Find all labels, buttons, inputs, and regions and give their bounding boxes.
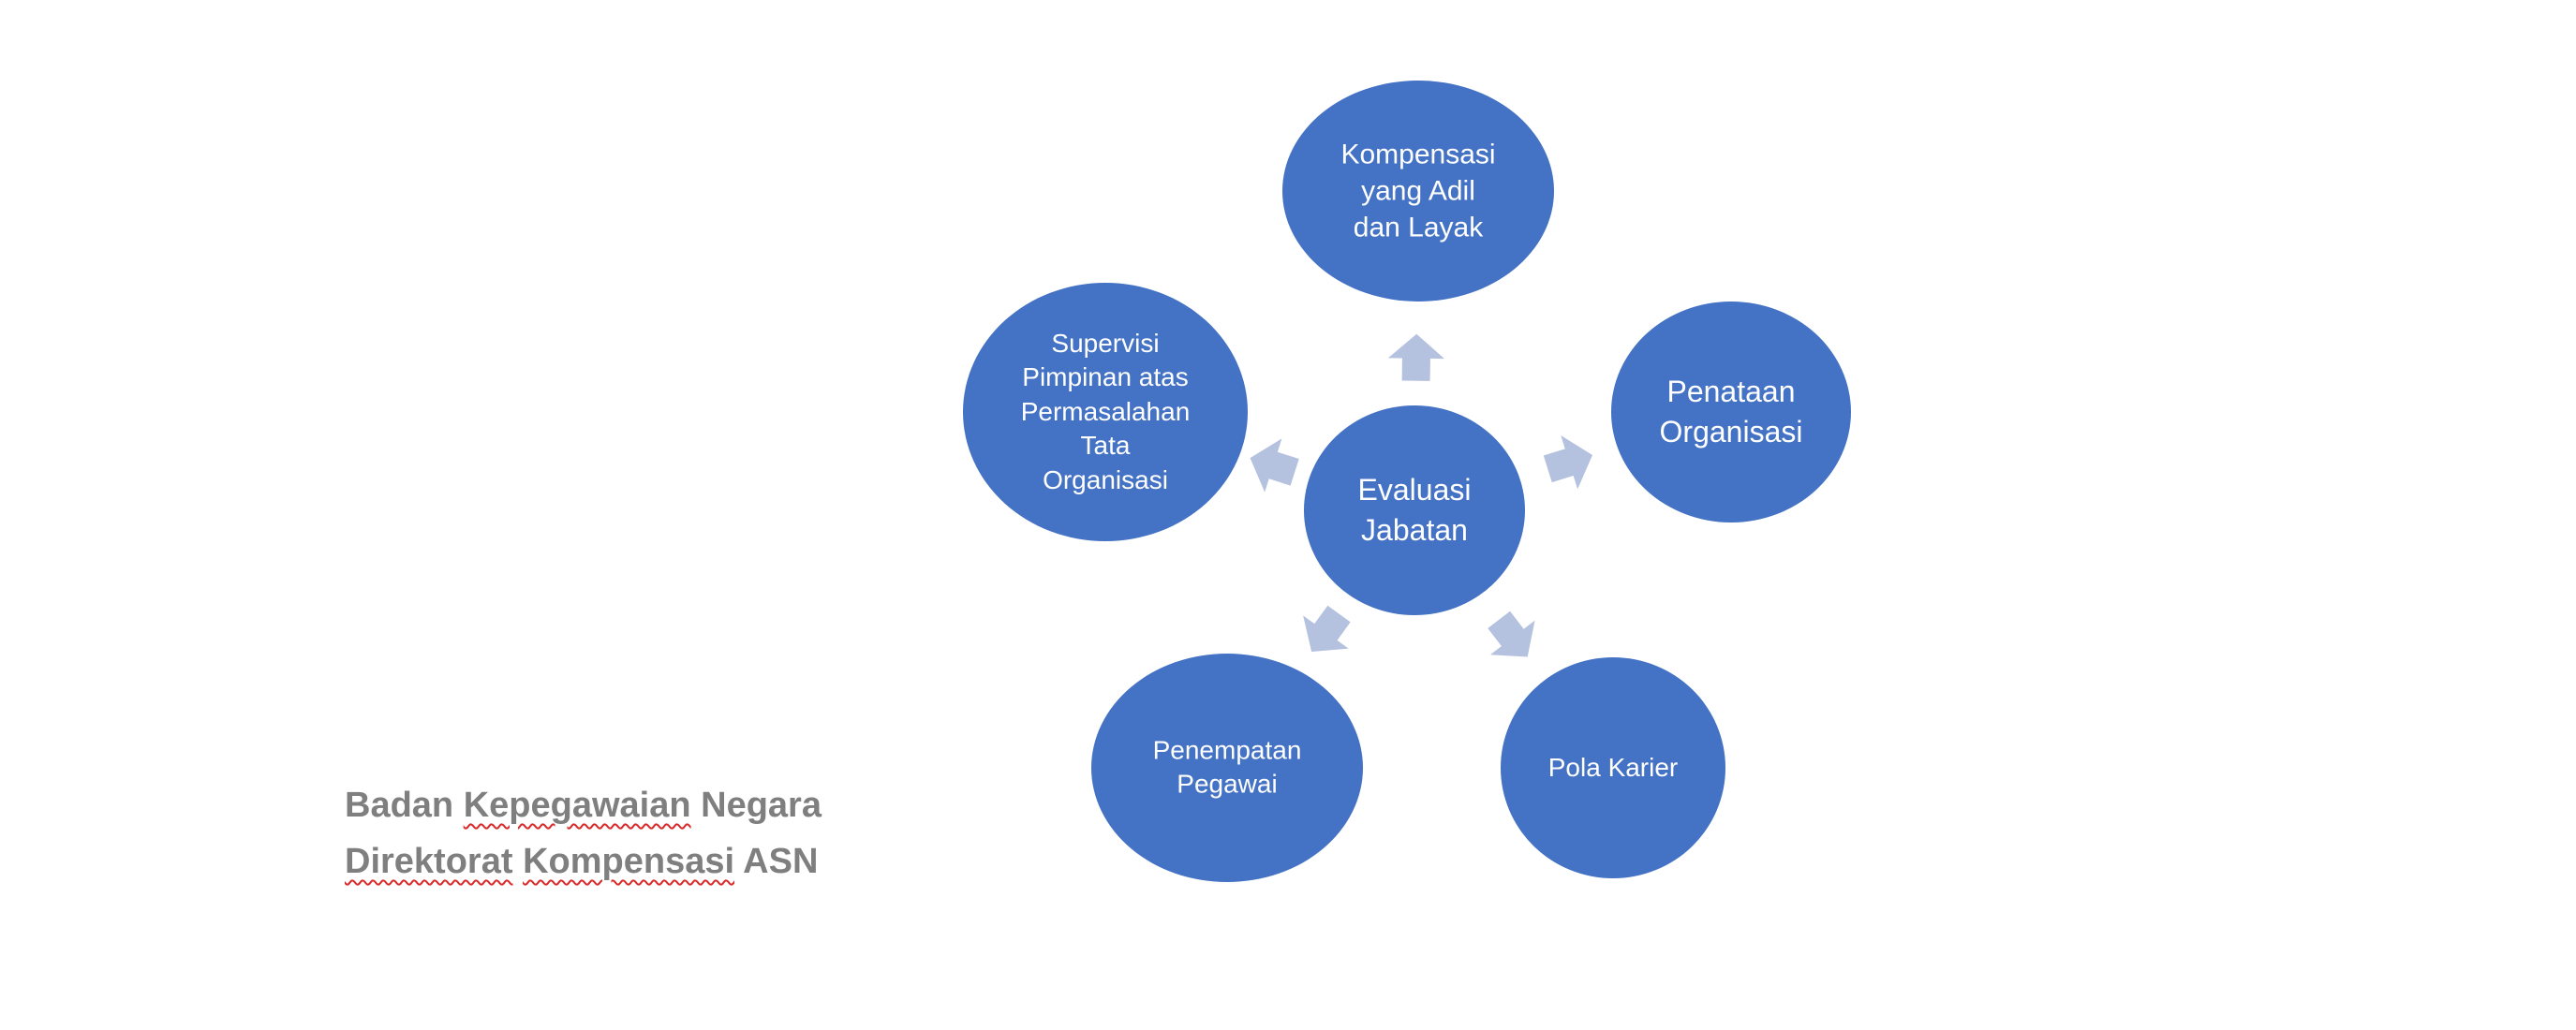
footer-text-direktorat: Direktorat (345, 842, 513, 881)
node-circle-pola-karier (1501, 657, 1725, 878)
footer-text-badan: Badan (345, 786, 464, 825)
footer-text-kepegawaian: Kepegawaian (463, 786, 691, 825)
node-circle-penempatan (1091, 654, 1363, 882)
footer-text-negara: Negara (690, 786, 822, 825)
arrow-to-penataan (1543, 435, 1593, 490)
footer-line-agency: Badan Kepegawaian Negara (345, 777, 822, 833)
node-label-pola-karier: Pola Karier (1547, 752, 1679, 782)
node-label-supervisi: Supervisi Pimpinan atas Permasalahan Tat… (1020, 329, 1191, 494)
footer-text-kompensasi: Kompensasi (523, 842, 735, 881)
node-label-penataan-organisasi: Penataan Organisasi (1659, 374, 1803, 449)
node-layer (963, 81, 1851, 882)
arrow-to-kompensasi (1387, 333, 1444, 381)
node-label-kompensasi: Kompensasi yang Adil dan Layak (1340, 139, 1496, 243)
node-label-penempatan-pegawai: Penempatan Pegawai (1152, 735, 1302, 799)
center-node-circle (1304, 405, 1525, 615)
arrow-to-penempatan (1303, 605, 1351, 653)
arrow-layer (1250, 333, 1593, 657)
node-circle-supervisi (963, 283, 1248, 541)
arrow-to-supervisi (1250, 438, 1299, 493)
node-circle-kompensasi (1282, 81, 1554, 302)
footer-text-space (513, 842, 524, 881)
footer-text-asn: ASN (734, 842, 819, 881)
node-circle-penataan (1611, 302, 1851, 522)
footer-organization-text: Badan Kepegawaian Negara Direktorat Komp… (345, 777, 822, 890)
center-node-label: Evaluasi Jabatan (1357, 472, 1472, 547)
footer-line-directorate: Direktorat Kompensasi ASN (345, 833, 822, 890)
arrow-to-pola-karier (1488, 611, 1535, 657)
